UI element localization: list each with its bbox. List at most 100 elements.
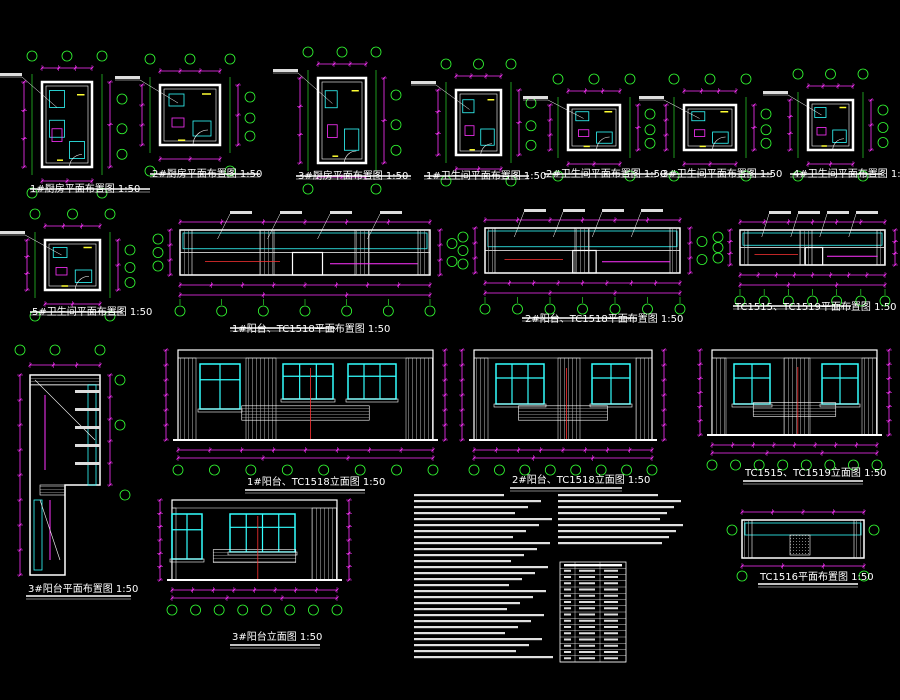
wall-stripes xyxy=(783,357,811,436)
note-text-line xyxy=(414,626,518,629)
caption-bath5-plan: 5#卫生间平面布置图 1:50 xyxy=(32,305,152,318)
grid-bubble xyxy=(244,112,256,124)
tc1516-window xyxy=(744,522,862,536)
wall-outline xyxy=(40,80,94,169)
grid-bubble-circle xyxy=(116,123,128,135)
label-text-block xyxy=(763,91,788,94)
grid-bubble-circle xyxy=(644,124,656,136)
grid-bubble-circle xyxy=(308,604,319,616)
note-text-line xyxy=(414,518,552,521)
grid-bubble-circle xyxy=(588,73,600,85)
grid-bubble-circle xyxy=(457,245,469,256)
tc1516-plan xyxy=(726,509,880,588)
grid-bubble-circle xyxy=(26,187,38,199)
room-plan xyxy=(0,50,128,199)
fixture xyxy=(192,120,212,137)
grid-bubble xyxy=(457,245,469,256)
wall-inner xyxy=(571,108,617,147)
label-text-block xyxy=(563,209,585,212)
grid-bubble xyxy=(544,303,556,315)
grid-bubble-circle xyxy=(391,464,402,476)
grid-bubble xyxy=(753,459,765,471)
fixture-pink xyxy=(694,129,706,137)
table-cell-text xyxy=(604,638,618,641)
label-text-block xyxy=(230,211,252,214)
grid-bubble-circle xyxy=(96,187,108,199)
label-text-block xyxy=(75,408,100,411)
balcony-elevation xyxy=(157,498,352,616)
door-swing xyxy=(74,275,90,291)
note-text-line xyxy=(414,644,529,647)
grid-bubble-circle xyxy=(726,524,738,536)
note-text-line xyxy=(414,608,507,611)
label-text-block xyxy=(639,96,664,99)
grid-bubble-circle xyxy=(446,256,458,267)
grid-bubble xyxy=(736,570,748,582)
leader-line xyxy=(787,94,822,116)
caption-balcony3-elev: 3#阳台立面图 1:50 xyxy=(232,630,322,643)
grid-bubble-circle xyxy=(668,170,680,182)
table-cell-text xyxy=(604,594,618,597)
grid-bubble xyxy=(879,295,891,307)
grid-bubble-circle xyxy=(609,303,621,315)
fixture xyxy=(814,107,827,118)
caption-balcony2-elev: 2#阳台、TC1518立面图 1:50 xyxy=(512,473,650,486)
grid-bubble-circle xyxy=(284,604,296,616)
grid-bubble-circle xyxy=(706,459,718,471)
grid-bubble xyxy=(512,303,523,315)
grid-bubble xyxy=(468,464,480,476)
grid-bubble xyxy=(473,58,484,70)
table-cell-text xyxy=(579,626,595,628)
wall-stripes xyxy=(311,507,338,581)
grid-bubble xyxy=(525,139,537,151)
fixture xyxy=(74,269,93,283)
room-plan xyxy=(763,68,889,182)
fixture-pink xyxy=(816,127,827,136)
grid-bubble-circle xyxy=(114,419,126,431)
grid-bubble xyxy=(96,50,108,62)
grid-bubble-circle xyxy=(644,108,656,120)
leader-line xyxy=(761,213,770,238)
grid-bubble-circle xyxy=(712,242,724,253)
grid-bubble-circle xyxy=(552,73,564,85)
grid-bubble-circle xyxy=(104,208,116,220)
column-hatch xyxy=(739,229,749,266)
grid-bubble-circle xyxy=(736,570,748,582)
table-cell-text xyxy=(564,588,571,591)
grid-bubble-circle xyxy=(299,305,311,317)
grid-bubble-circle xyxy=(824,459,836,471)
grid-bubble xyxy=(257,305,269,317)
grid-bubble xyxy=(740,73,752,85)
grid-bubble xyxy=(712,231,724,243)
grid-bubble xyxy=(427,464,439,476)
wall-inner xyxy=(45,85,89,164)
grid-bubble-circle xyxy=(642,303,653,315)
label-text-block xyxy=(0,73,22,76)
grid-bubble xyxy=(299,305,311,317)
grid-bubble-circle xyxy=(544,303,556,315)
table-cell-text xyxy=(604,626,618,628)
leader-line xyxy=(21,76,58,108)
caption-tc1515-elev: TC1515、TC1519立面图 1:50 xyxy=(744,466,887,479)
caption-bath1-plan: 1#卫生间平面布置图 1:50 xyxy=(426,169,546,182)
row1-plans xyxy=(0,46,889,199)
row3-elevations xyxy=(14,344,892,649)
grid-bubble xyxy=(825,68,836,80)
leader-line xyxy=(790,213,799,238)
table-cell-text xyxy=(604,613,618,616)
table-cell-text xyxy=(604,657,618,660)
grid-bubble xyxy=(216,305,228,317)
wall-outline xyxy=(316,76,368,165)
grid-bubble-circle xyxy=(244,130,256,142)
grid-bubble-circle xyxy=(468,464,480,476)
leader-line xyxy=(592,211,603,238)
table-cell-text xyxy=(604,569,618,572)
grid-bubble-circle xyxy=(213,604,225,616)
leader-line xyxy=(848,213,857,238)
wall-stripes xyxy=(861,357,878,436)
table-cell-text xyxy=(579,657,595,660)
wall-inner xyxy=(321,81,363,160)
label-text-block xyxy=(380,211,402,214)
grid-bubble-circle xyxy=(390,144,402,156)
table-cell-text xyxy=(579,576,595,578)
